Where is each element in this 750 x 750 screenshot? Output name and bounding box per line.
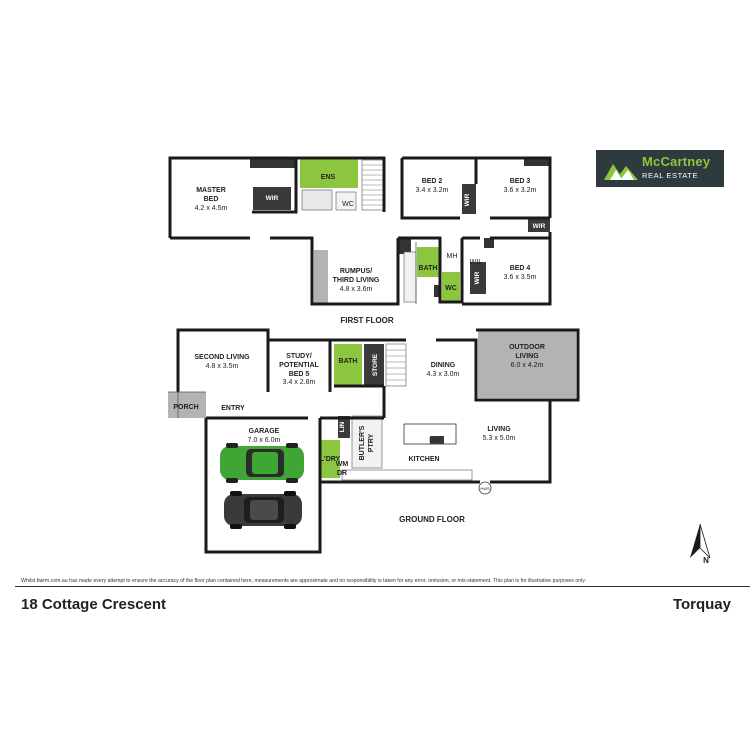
- second-living-label: SECOND LIVING: [194, 354, 250, 361]
- north-arrow-icon: [690, 523, 711, 559]
- study-label-1: STUDY/: [286, 353, 312, 360]
- outdoor-living-area: [478, 330, 576, 398]
- ensuite-label: ENS: [321, 174, 336, 181]
- bed2-wir-label: WIR: [464, 193, 471, 206]
- bed3-wir-label: WIR: [533, 223, 546, 230]
- laundry-label: L'DRY: [320, 456, 341, 463]
- rumpus-label-1: RUMPUS/: [340, 268, 372, 275]
- outdoor-living-label-1: OUTDOOR: [509, 344, 545, 351]
- living-label: LIVING: [487, 426, 511, 433]
- laundry-area: [320, 440, 340, 478]
- garage-label: GARAGE: [249, 428, 280, 435]
- store-label: STORE: [372, 353, 379, 376]
- green-car-icon: [220, 443, 304, 483]
- master-bed-label-1: MASTER: [196, 187, 226, 194]
- wir-bed2: [462, 184, 476, 214]
- living-dims: 5.3 x 5.0m: [483, 435, 516, 442]
- store-block: [364, 344, 384, 386]
- ground-floor-label: GROUND FLOOR: [399, 515, 465, 524]
- rumpus-label-2: THIRD LIVING: [333, 277, 380, 284]
- bed3-dims: 3.6 x 3.2m: [504, 187, 537, 194]
- linen-label: LIN: [339, 421, 346, 432]
- study-label-2: POTENTIAL: [279, 362, 319, 369]
- disclaimer: Whilst bwrm.com.au has made every attemp…: [21, 578, 586, 584]
- first-floor: [168, 156, 552, 306]
- hws-unit: [478, 481, 492, 495]
- mh-label: MH: [447, 253, 458, 260]
- wir-bed3: [528, 218, 550, 232]
- brand-tagline: REAL ESTATE: [642, 171, 699, 180]
- agency-logo: McCartney REAL ESTATE: [596, 150, 724, 187]
- bed2-dims: 3.4 x 3.2m: [416, 187, 449, 194]
- bath-ground-area: [334, 344, 362, 386]
- wm-label: WM: [336, 461, 349, 468]
- bath-area: [417, 247, 439, 277]
- brand-name: McCartney: [642, 154, 711, 169]
- kitchen-label: KITCHEN: [408, 456, 439, 463]
- stairs-first: [361, 159, 385, 211]
- bath-label-first: BATH: [419, 265, 438, 272]
- master-wc-label: WC: [342, 201, 354, 208]
- master-bed-dims: 4.2 x 4.5m: [195, 205, 228, 212]
- first-floor-label: FIRST FLOOR: [340, 316, 394, 325]
- logo-mark-icon: [604, 164, 638, 180]
- hws-label: HWS: [480, 486, 490, 491]
- black-car-icon: [224, 491, 302, 529]
- wir-bed4: [470, 262, 486, 294]
- bed3-label: BED 3: [510, 178, 531, 185]
- dishwasher-label: DW: [429, 437, 441, 444]
- compass-label: N: [703, 556, 709, 565]
- bed4-dims: 3.6 x 3.5m: [504, 274, 537, 281]
- rumpus-dims: 4.8 x 3.6m: [340, 286, 373, 293]
- outdoor-living-dims: 6.0 x 4.2m: [511, 362, 544, 369]
- entry-label: ENTRY: [221, 405, 245, 412]
- wc-area: [442, 272, 460, 302]
- master-bed-label-2: BED: [204, 196, 219, 203]
- master-wir-label: WIR: [266, 195, 279, 202]
- bed2-label: BED 2: [422, 178, 443, 185]
- outdoor-living-label-2: LIVING: [515, 353, 539, 360]
- porch-area: [168, 392, 206, 418]
- dining-label: DINING: [431, 362, 456, 369]
- garage-dims: 7.0 x 6.0m: [248, 437, 281, 444]
- property-address: 18 Cottage Crescent: [21, 596, 167, 613]
- butlers-label-2: PTRY: [368, 433, 375, 452]
- bath-label-ground: BATH: [339, 358, 358, 365]
- study-dims: 3.4 x 2.8m: [283, 379, 316, 386]
- porch-label: PORCH: [173, 404, 198, 411]
- property-suburb: Torquay: [672, 596, 731, 613]
- bed4-wir-label: WIR: [474, 271, 481, 284]
- bed4-label: BED 4: [510, 265, 531, 272]
- butlers-label-1: BUTLER'S: [359, 425, 366, 460]
- divider: [15, 586, 750, 587]
- wir-master: [253, 187, 291, 210]
- wil-label: WIL: [470, 259, 483, 266]
- study-label-3: BED 5: [289, 371, 310, 378]
- dining-dims: 4.3 x 3.0m: [427, 371, 460, 378]
- dr-label: DR: [337, 470, 347, 477]
- stairs-ground: [385, 343, 407, 387]
- ground-floor: [168, 328, 580, 554]
- second-living-dims: 4.8 x 3.5m: [206, 363, 239, 370]
- first-wc-label: WC: [445, 285, 457, 292]
- ensuite-area: [300, 158, 358, 188]
